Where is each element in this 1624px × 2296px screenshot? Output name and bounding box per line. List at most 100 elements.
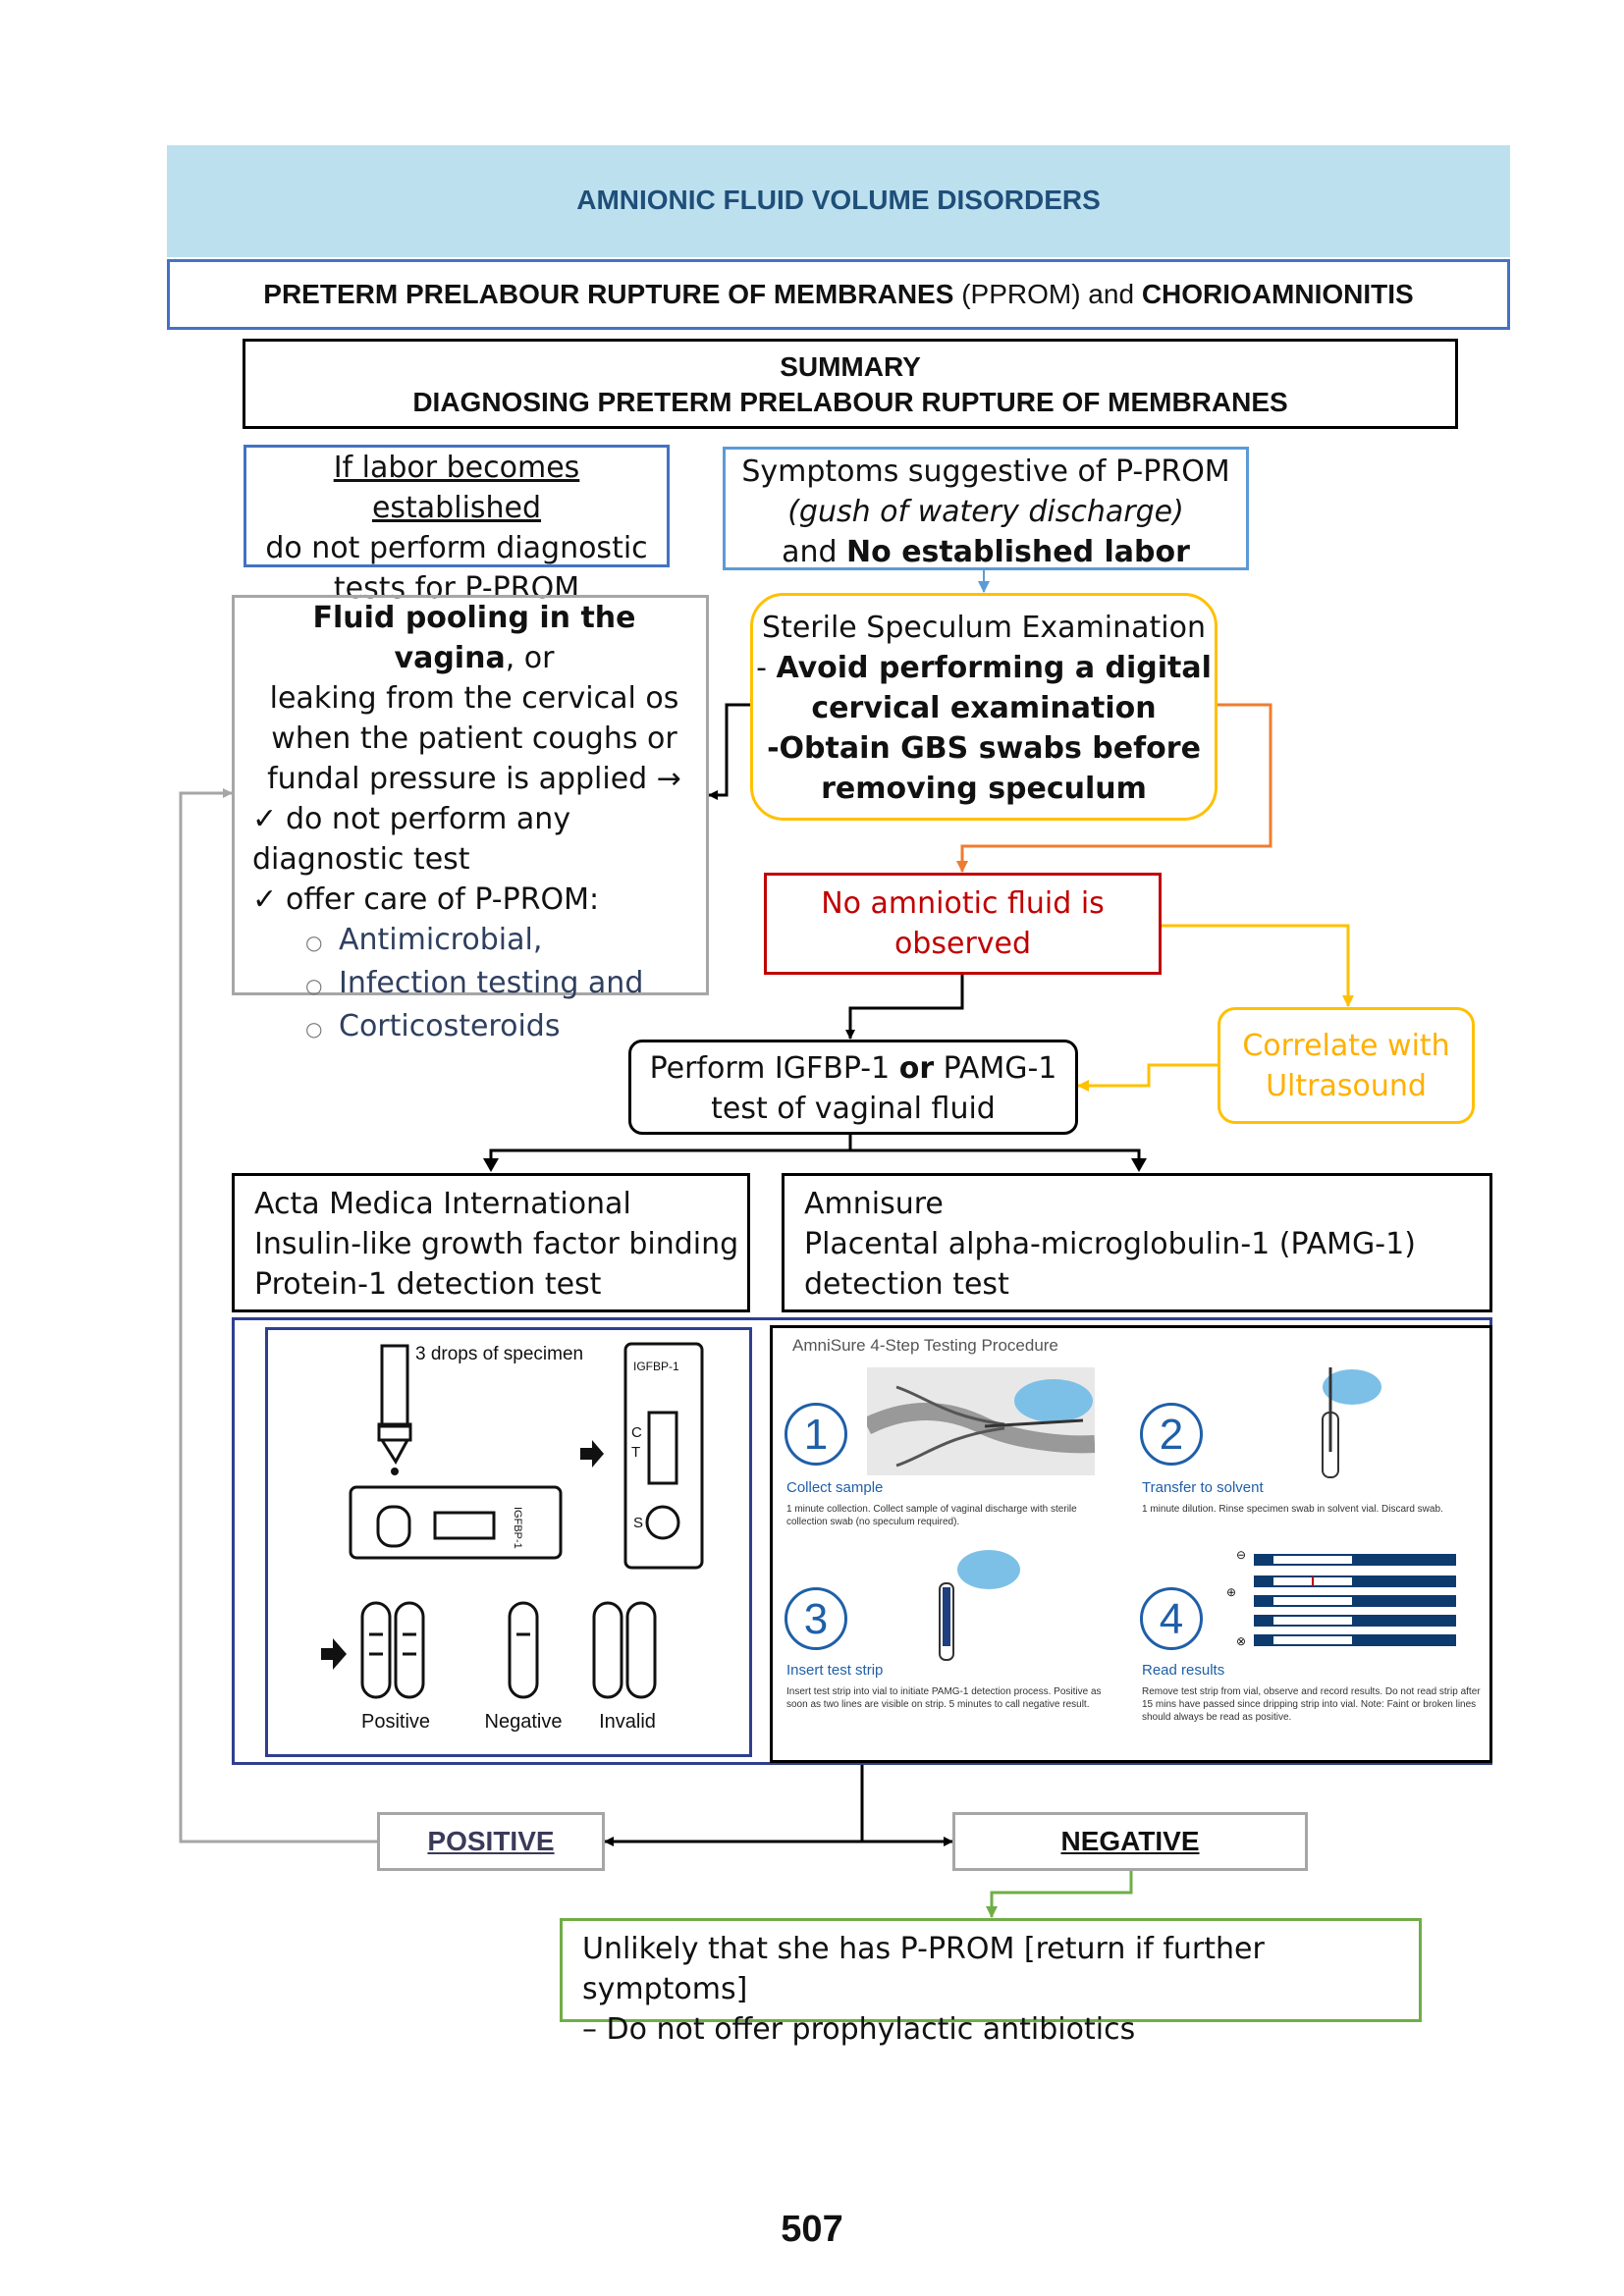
correlate-ultrasound-box: Correlate with Ultrasound: [1218, 1007, 1475, 1124]
perform-line2: test of vaginal fluid: [711, 1092, 996, 1126]
perform-post: PAMG-1: [934, 1051, 1057, 1086]
speculum-line5: removing speculum: [821, 772, 1147, 806]
igfbp-drops-label: 3 drops of specimen: [415, 1344, 584, 1364]
igfbp-figure: 3 drops of specimen IGFBP-1 C T S IGFBP-…: [265, 1327, 752, 1757]
labor-line1: If labor becomes established: [333, 451, 580, 525]
invalid-mark-icon: ⊗: [1236, 1634, 1247, 1648]
fluid-pooling-box: Fluid pooling in the vagina, or leaking …: [232, 595, 709, 1043]
correlate-line2: Ultrasound: [1266, 1069, 1427, 1103]
perform-test-box: Perform IGFBP-1 or PAMG-1 test of vagina…: [628, 1040, 1078, 1135]
acta-line1: Acta Medica International: [254, 1187, 631, 1221]
step-description: Remove test strip from vial, observe and…: [1142, 1686, 1481, 1723]
symptoms-line2: (gush of watery discharge): [787, 495, 1184, 529]
unlikely-line2: – Do not offer prophylactic antibiotics: [582, 2012, 1136, 2047]
amnisure-line2: Placental alpha-microglobulin-1 (PAMG-1): [804, 1227, 1416, 1261]
symptoms-and: and: [782, 535, 847, 569]
speculum-line1: Sterile Speculum Examination: [762, 611, 1206, 645]
perform-or: or: [898, 1051, 935, 1086]
amnisure-figure: AmniSure 4-Step Testing Procedure 1 Coll…: [770, 1325, 1492, 1763]
igfbp-s-label: S: [633, 1515, 644, 1531]
correlate-line1: Correlate with: [1242, 1029, 1450, 1063]
bullet-icon: ○: [305, 931, 323, 954]
acta-medica-box: Acta Medica International Insulin-like g…: [232, 1173, 750, 1312]
symptoms-no-labor: No established labor: [846, 535, 1190, 569]
speculum-line4: -Obtain GBS swabs before: [767, 731, 1201, 766]
igfbp-illustration: [321, 1342, 704, 1699]
unlikely-pprom-box: Unlikely that she has P-PROM [return if …: [560, 1918, 1422, 2047]
negative-result-box: NEGATIVE: [952, 1812, 1308, 1871]
subtitle-connector: (PPROM) and: [953, 279, 1142, 309]
labor-established-box: If labor becomes established do not perf…: [244, 445, 670, 606]
igfbp-device-label: IGFBP-1: [633, 1360, 679, 1373]
vial-illustration: [1322, 1367, 1381, 1478]
pooling-line4: fundal pressure is applied: [267, 762, 648, 796]
pooling-item1a: do not perform any: [286, 802, 571, 836]
amnisure-figure-title: AmniSure 4-Step Testing Procedure: [792, 1336, 1058, 1355]
test-strip-illustration: [939, 1550, 1020, 1661]
speculum-exam-box: Sterile Speculum Examination - Avoid per…: [750, 593, 1218, 821]
checkmark-icon: ✓: [252, 882, 278, 917]
amnisure-box: Amnisure Placental alpha-microglobulin-1…: [782, 1173, 1492, 1312]
banner-title: AMNIONIC FLUID VOLUME DISORDERS: [576, 185, 1101, 215]
perform-pre: Perform IGFBP-1: [649, 1051, 899, 1086]
subtitle-chorio: CHORIOAMNIONITIS: [1141, 279, 1414, 309]
unlikely-line1: Unlikely that she has P-PROM [return if …: [582, 1932, 1265, 2006]
step-number-3: 3: [785, 1587, 847, 1650]
step-description: Insert test strip into vial to initiate …: [786, 1686, 1102, 1710]
pooling-line2: leaking from the cervical os: [269, 681, 679, 716]
summary-subtitle: DIAGNOSING PRETERM PRELABOUR RUPTURE OF …: [412, 387, 1288, 417]
pooling-line3: when the patient coughs or: [271, 721, 677, 756]
speculum-line3: cervical examination: [811, 691, 1157, 725]
subtitle-box: PRETERM PRELABOUR RUPTURE OF MEMBRANES (…: [167, 259, 1510, 330]
step-description: 1 minute collection. Collect sample of v…: [786, 1504, 1077, 1527]
speculum-dash: -: [756, 651, 777, 685]
step-number-4: 4: [1140, 1587, 1203, 1650]
step-description: 1 minute dilution. Rinse specimen swab i…: [1142, 1504, 1443, 1515]
results-strips-illustration: [1254, 1554, 1456, 1646]
igfbp-t-label: T: [631, 1444, 641, 1461]
checkmark-icon: ✓: [252, 802, 278, 836]
step-title: Transfer to solvent: [1142, 1479, 1264, 1496]
amnisure-line3: detection test: [804, 1267, 1009, 1302]
subtitle-pprom: PRETERM PRELABOUR RUPTURE OF MEMBRANES: [263, 279, 954, 309]
page-number: 507: [781, 2209, 843, 2250]
negative-label: NEGATIVE: [1060, 1826, 1200, 1856]
title-banner: AMNIONIC FLUID VOLUME DISORDERS: [167, 145, 1510, 257]
acta-line3: Protein-1 detection test: [254, 1267, 602, 1302]
labor-line3: tests for P-PROM: [333, 571, 580, 606]
right-arrow-icon: →: [656, 762, 681, 796]
step-title: Read results: [1142, 1662, 1225, 1679]
summary-title: SUMMARY: [780, 351, 921, 382]
bullet-icon: ○: [305, 1017, 323, 1041]
result-positive-label: Positive: [360, 1711, 431, 1733]
amnisure-line1: Amnisure: [804, 1187, 944, 1221]
positive-mark-icon: ⊕: [1226, 1585, 1237, 1599]
pooling-sub-item: Corticosteroids: [339, 1009, 561, 1043]
result-invalid-label: Invalid: [599, 1711, 656, 1733]
negative-mark-icon: ⊖: [1236, 1548, 1247, 1562]
acta-line2: Insulin-like growth factor binding: [254, 1227, 739, 1261]
speculum-swab-illustration: [867, 1367, 1095, 1475]
step-number-1: 1: [785, 1403, 847, 1466]
no-fluid-line2: observed: [893, 927, 1032, 961]
result-negative-label: Negative: [484, 1711, 563, 1733]
step-title: Collect sample: [786, 1479, 884, 1496]
pooling-item2: offer care of P-PROM:: [286, 882, 600, 917]
pooling-rest: , or: [505, 641, 555, 675]
positive-label: POSITIVE: [427, 1826, 555, 1856]
pooling-sub-item: Infection testing and: [339, 966, 644, 1000]
symptoms-line1: Symptoms suggestive of P-PROM: [741, 454, 1230, 489]
labor-line2: do not perform diagnostic: [265, 531, 648, 565]
pooling-item1b: diagnostic test: [252, 842, 470, 877]
igfbp-cassette-label: IGFBP-1: [512, 1507, 523, 1549]
step-number-2: 2: [1140, 1403, 1203, 1466]
symptoms-box: Symptoms suggestive of P-PROM (gush of w…: [723, 447, 1249, 570]
bullet-icon: ○: [305, 974, 323, 997]
step-title: Insert test strip: [786, 1662, 884, 1679]
pooling-sub-item: Antimicrobial,: [339, 923, 543, 957]
positive-result-box: POSITIVE: [377, 1812, 605, 1871]
speculum-line2: Avoid performing a digital: [776, 651, 1212, 685]
no-amniotic-fluid-box: No amniotic fluid is observed: [764, 873, 1162, 975]
igfbp-c-label: C: [631, 1424, 642, 1441]
